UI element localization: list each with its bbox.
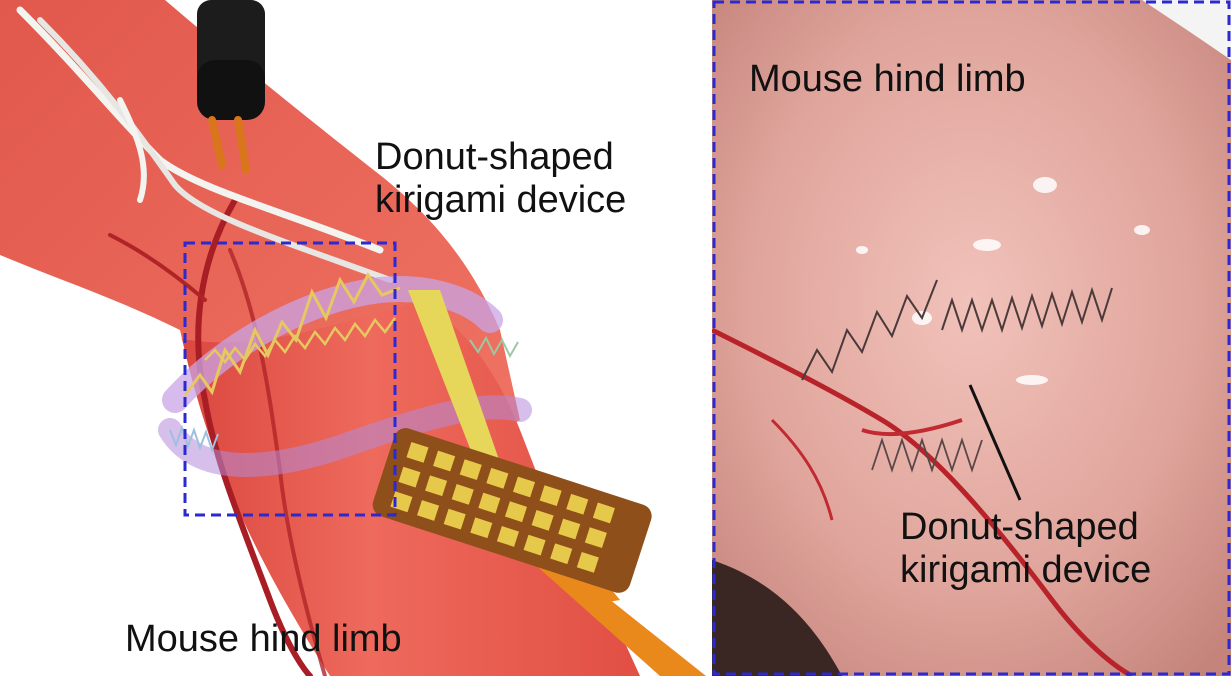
device-label: Donut-shaped kirigami device (375, 136, 626, 221)
limb-render-illustration (0, 0, 706, 676)
photo-limb-label: Mouse hind limb (749, 58, 1026, 101)
device-label-line1: Donut-shaped (375, 136, 626, 179)
photo-device-label: Donut-shaped kirigami device (900, 506, 1151, 591)
photo-panel: Mouse hind limb Donut-shaped kirigami de… (712, 0, 1231, 676)
photo-device-label-line1: Donut-shaped (900, 506, 1151, 549)
render-panel: Donut-shaped kirigami device Mouse hind … (0, 0, 706, 676)
device-label-line2: kirigami device (375, 179, 626, 222)
photo-device-label-line2: kirigami device (900, 549, 1151, 592)
limb-label: Mouse hind limb (125, 618, 402, 661)
